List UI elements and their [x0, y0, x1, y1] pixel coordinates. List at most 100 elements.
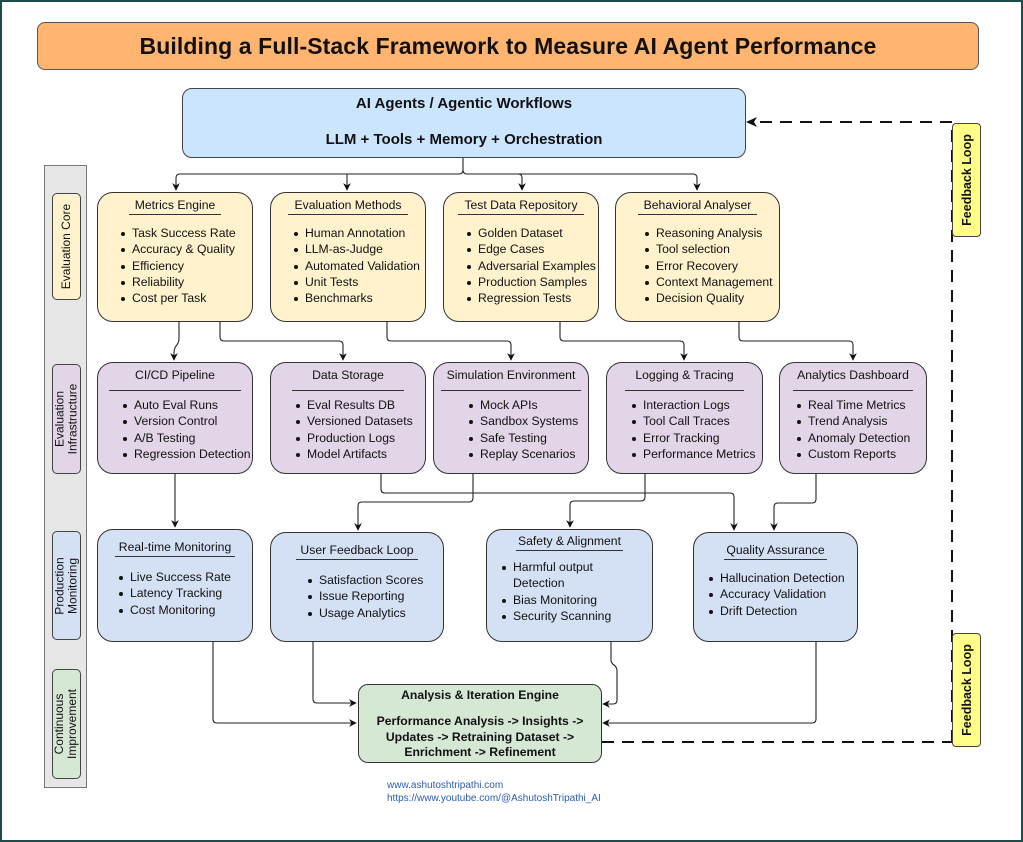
- credits: www.ashutoshtripathi.com https://www.you…: [387, 779, 601, 805]
- card-title: Quality Assurance: [724, 543, 827, 560]
- card-title: Real-time Monitoring: [114, 540, 236, 557]
- ai-agents-title: AI Agents / Agentic Workflows: [355, 95, 573, 112]
- list-item: Auto Eval Runs: [122, 397, 252, 413]
- connector-user-feedback-to-analysis: [312, 642, 357, 707]
- card-title: Analytics Dashboard: [793, 368, 913, 391]
- ai-agents-components: LLM + Tools + Memory + Orchestration: [325, 131, 603, 148]
- card-list: Mock APIs Sandbox Systems Safe Testing R…: [434, 397, 588, 462]
- list-item: Real Time Metrics: [796, 397, 926, 413]
- card-title: Test Data Repository: [458, 198, 584, 215]
- list-item: Efficiency: [120, 258, 252, 274]
- list-item: Accuracy Validation: [708, 586, 857, 602]
- card-analytics-dashboard: Analytics Dashboard Real Time Metrics Tr…: [779, 362, 927, 474]
- list-item: Security Scanning: [501, 608, 652, 624]
- connector-top-to-metrics-engine: [172, 158, 464, 191]
- list-item: Live Success Rate: [118, 569, 252, 585]
- analysis-engine-line: Updates -> Retraining Dataset ->: [385, 729, 575, 744]
- list-item: Performance Metrics: [631, 446, 762, 462]
- list-item: Regression Tests: [466, 290, 598, 306]
- list-item: Tool selection: [644, 241, 779, 257]
- card-evaluation-methods: Evaluation Methods Human Annotation LLM-…: [270, 192, 426, 322]
- list-item: Cost per Task: [120, 290, 252, 306]
- card-title: Safety & Alignment: [516, 534, 623, 551]
- connector-data-storage-to-qa: [380, 474, 738, 531]
- connector-qa-to-analysis: [602, 642, 817, 727]
- list-item: Regression Detection: [122, 446, 252, 462]
- connector-logging-to-safety: [566, 474, 646, 528]
- list-item: Latency Tracking: [118, 585, 252, 601]
- card-list: Interaction Logs Tool Call Traces Error …: [607, 397, 762, 462]
- card-title: Behavioral Analyser: [637, 198, 758, 215]
- list-item: Bias Monitoring: [501, 592, 652, 608]
- card-title: Evaluation Methods: [288, 198, 408, 215]
- card-simulation-environment: Simulation Environment Mock APIs Sandbox…: [433, 362, 589, 474]
- connector-metrics-to-cicd: [170, 322, 180, 361]
- list-item: Cost Monitoring: [118, 602, 252, 618]
- feedback-loop-label-lower: Feedback Loop: [952, 633, 981, 747]
- card-cicd-pipeline: CI/CD Pipeline Auto Eval Runs Version Co…: [97, 362, 253, 474]
- list-item: Production Samples: [466, 274, 598, 290]
- card-test-data-repository: Test Data Repository Golden Dataset Edge…: [443, 192, 599, 322]
- card-list: Live Success Rate Latency Tracking Cost …: [98, 569, 252, 618]
- analysis-iteration-engine: Analysis & Iteration Engine Performance …: [358, 684, 602, 763]
- card-list: Real Time Metrics Trend Analysis Anomaly…: [780, 397, 926, 462]
- layer-label-continuous-improvement: Continuous Improvement: [52, 669, 81, 779]
- connector-analytics-to-qa: [770, 474, 817, 531]
- connector-safety-to-analysis: [602, 642, 618, 708]
- connector-realtime-to-analysis: [212, 642, 357, 727]
- list-item: Model Artifacts: [295, 446, 425, 462]
- youtube-link[interactable]: https://www.youtube.com/@AshutoshTripath…: [387, 793, 601, 804]
- card-list: Human Annotation LLM-as-Judge Automated …: [271, 225, 425, 306]
- card-list: Satisfaction Scores Issue Reporting Usag…: [271, 572, 443, 621]
- feedback-loop-arrowhead: [746, 117, 757, 127]
- card-user-feedback-loop: User Feedback Loop Satisfaction Scores I…: [270, 532, 444, 642]
- list-item: Custom Reports: [796, 446, 926, 462]
- card-list: Auto Eval Runs Version Control A/B Testi…: [98, 397, 252, 462]
- list-item: Unit Tests: [293, 274, 425, 290]
- list-item: Version Control: [122, 413, 252, 429]
- website-link[interactable]: www.ashutoshtripathi.com: [387, 780, 504, 791]
- diagram-title: Building a Full-Stack Framework to Measu…: [37, 22, 979, 70]
- card-data-storage: Data Storage Eval Results DB Versioned D…: [270, 362, 426, 474]
- list-item: Automated Validation: [293, 258, 425, 274]
- list-item: Production Logs: [295, 430, 425, 446]
- list-item: Harmful output Detection: [501, 559, 623, 592]
- list-item: Edge Cases: [466, 241, 598, 257]
- card-metrics-engine: Metrics Engine Task Success Rate Accurac…: [97, 192, 253, 322]
- list-item: Issue Reporting: [307, 588, 443, 604]
- list-item: Error Recovery: [644, 258, 779, 274]
- list-item: Adversarial Examples: [466, 258, 598, 274]
- list-item: LLM-as-Judge: [293, 241, 425, 257]
- layer-label-production-monitoring: Production Monitoring: [52, 531, 81, 640]
- list-item: Reliability: [120, 274, 252, 290]
- list-item: Context Management: [644, 274, 779, 290]
- analysis-engine-title: Analysis & Iteration Engine: [401, 688, 559, 702]
- analysis-engine-line: Performance Analysis -> Insights ->: [376, 714, 584, 728]
- list-item: Accuracy & Quality: [120, 241, 252, 257]
- list-item: Safe Testing: [468, 430, 588, 446]
- card-list: Harmful output Detection Bias Monitoring…: [487, 559, 652, 624]
- connector-simulation-to-user-feedback: [354, 474, 474, 531]
- card-list: Task Success Rate Accuracy & Quality Eff…: [98, 225, 252, 306]
- card-title: Metrics Engine: [128, 198, 222, 215]
- card-title: Logging & Tracing: [625, 368, 744, 391]
- list-item: Interaction Logs: [631, 397, 762, 413]
- connector-test-data-to-logging: [559, 322, 688, 361]
- connector-eval-methods-to-simulation: [386, 322, 515, 361]
- list-item: Human Annotation: [293, 225, 425, 241]
- feedback-loop-label-upper: Feedback Loop: [952, 123, 981, 237]
- card-list: Reasoning Analysis Tool selection Error …: [616, 225, 779, 306]
- layer-label-evaluation-core: Evaluation Core: [52, 193, 81, 300]
- connector-metrics-to-data-storage: [219, 322, 347, 361]
- connector-behavioral-to-analytics: [738, 322, 857, 361]
- card-title: Simulation Environment: [440, 368, 582, 391]
- list-item: Task Success Rate: [120, 225, 252, 241]
- card-realtime-monitoring: Real-time Monitoring Live Success Rate L…: [97, 529, 253, 642]
- list-item: Versioned Datasets: [295, 413, 425, 429]
- connector-top-to-test-data-repository: [462, 169, 526, 191]
- list-item: Golden Dataset: [466, 225, 598, 241]
- list-item: Tool Call Traces: [631, 413, 762, 429]
- card-logging-tracing: Logging & Tracing Interaction Logs Tool …: [606, 362, 763, 474]
